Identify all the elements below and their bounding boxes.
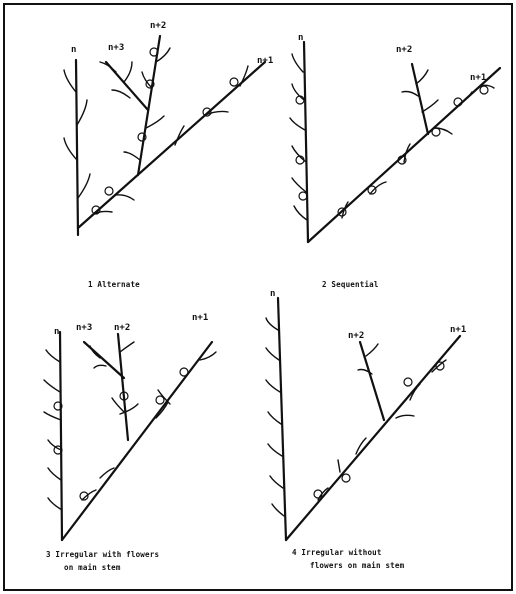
- panel-1-label-n: n: [71, 45, 76, 55]
- panel-4-caption-line-1: 4 Irregular without: [292, 548, 382, 557]
- panel-1-caption: 1 Alternate: [88, 280, 140, 289]
- panel-2-caption: 2 Sequential: [322, 280, 379, 289]
- panel-3-irregular-with-flowers: n n+3 n+2 n+1 3 Irregular with flowers o…: [44, 313, 216, 572]
- panel-4-label-n1: n+1: [450, 325, 466, 335]
- panel-3-label-n: n: [54, 327, 59, 337]
- panel-2-label-n: n: [298, 33, 303, 43]
- panel-1-label-n2: n+2: [150, 21, 166, 31]
- panel-2-label-n2: n+2: [396, 45, 412, 55]
- panel-1-label-n1: n+1: [257, 56, 273, 66]
- panel-3-label-n1: n+1: [192, 313, 208, 323]
- panel-2-label-n1: n+1: [470, 73, 486, 83]
- frame-border: [4, 4, 512, 590]
- panel-2-sequential: n n+2 n+1 2 Sequential: [290, 33, 500, 289]
- panel-3-label-n2: n+2: [114, 323, 130, 333]
- panel-4-label-n: n: [270, 289, 275, 299]
- panel-4-irregular-without-flowers: n n+2 n+1 4 Irregular without flowers on…: [266, 289, 466, 570]
- panel-1-label-n3: n+3: [108, 43, 124, 53]
- panel-4-caption-line-2: flowers on main stem: [310, 561, 405, 570]
- panel-3-caption-line-2: on main stem: [64, 563, 121, 572]
- panel-4-label-n2: n+2: [348, 331, 364, 341]
- panel-3-label-n3: n+3: [76, 323, 92, 333]
- panel-1-alternate: n n+3 n+2 n+1 1 Alternate: [64, 21, 273, 289]
- panel-3-caption-line-1: 3 Irregular with flowers: [46, 550, 159, 559]
